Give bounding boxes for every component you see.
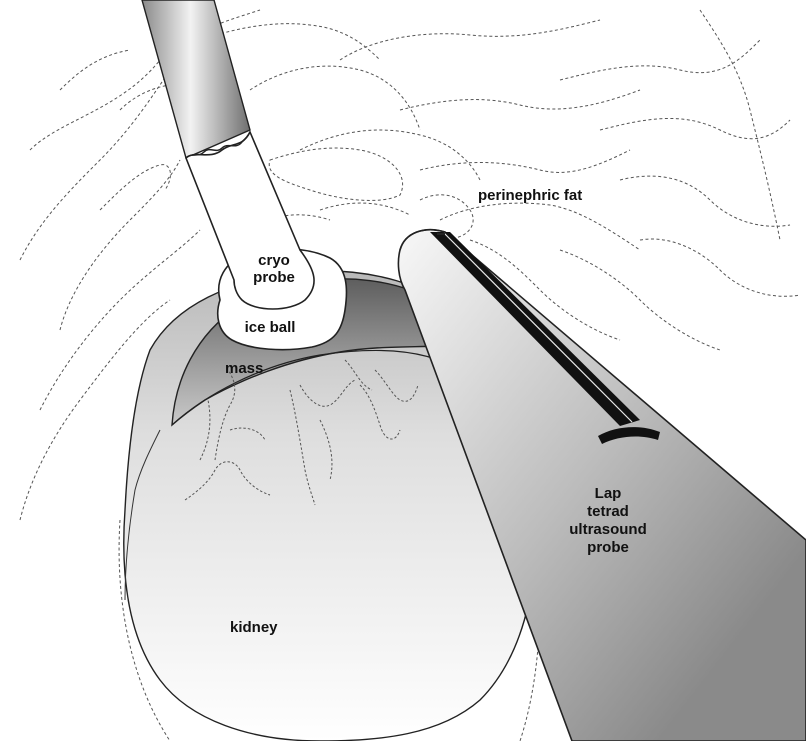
- label-ultrasound-line2: tetrad: [587, 503, 629, 520]
- label-ultrasound-line1: Lap: [595, 485, 622, 502]
- label-cryo-probe-line1: cryo: [258, 252, 290, 269]
- label-ultrasound-line3: ultrasound: [569, 521, 647, 538]
- label-ultrasound-line4: probe: [587, 539, 629, 556]
- label-cryo-probe-line2: probe: [253, 269, 295, 286]
- label-kidney: kidney: [230, 619, 278, 636]
- label-mass: mass: [225, 360, 263, 377]
- label-perinephric-fat: perinephric fat: [478, 187, 582, 204]
- label-ice-ball: ice ball: [245, 319, 296, 336]
